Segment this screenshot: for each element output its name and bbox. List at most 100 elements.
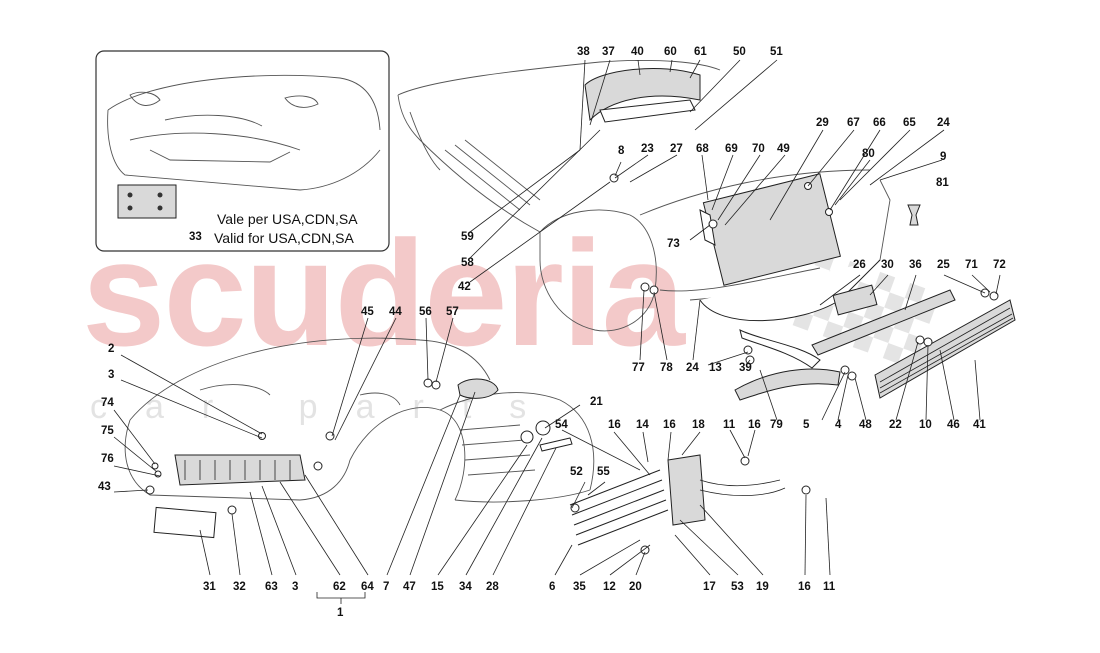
- callout-22: 22: [889, 419, 902, 431]
- callout-11-b: 11: [823, 581, 836, 593]
- rear-lower-grille: [874, 299, 1016, 399]
- callout-41: 41: [973, 419, 986, 431]
- callout-62: 62: [333, 581, 346, 593]
- callout-49: 49: [777, 143, 790, 155]
- callout-28: 28: [486, 581, 499, 593]
- front-parts-group: [145, 378, 811, 555]
- callout-16-a: 16: [608, 419, 621, 431]
- callout-61: 61: [694, 46, 707, 58]
- usa-license-bracket: [117, 184, 177, 219]
- callout-8: 8: [618, 145, 625, 157]
- callout-16-d: 16: [798, 581, 811, 593]
- callout-44: 44: [389, 306, 402, 318]
- callout-31: 31: [203, 581, 216, 593]
- callout-50: 50: [733, 46, 746, 58]
- front-grille: [174, 454, 306, 486]
- callout-17: 17: [703, 581, 716, 593]
- callout-40: 40: [631, 46, 644, 58]
- rear-grille: [702, 173, 841, 286]
- callout-38: 38: [577, 46, 590, 58]
- callout-3-bottom: 3: [292, 581, 298, 593]
- callout-26: 26: [853, 259, 866, 271]
- callout-29: 29: [816, 117, 829, 129]
- callout-2: 2: [108, 343, 114, 355]
- watermark-main: scuderia: [82, 209, 687, 377]
- callout-60: 60: [664, 46, 677, 58]
- callout-19: 19: [756, 581, 769, 593]
- callout-5: 5: [803, 419, 810, 431]
- callout-63: 63: [265, 581, 278, 593]
- callout-13-visible: 13: [709, 362, 722, 374]
- callout-51: 51: [770, 46, 783, 58]
- callout-36: 36: [909, 259, 922, 271]
- callout-18: 18: [692, 419, 705, 431]
- callout-58: 58: [461, 257, 474, 269]
- inset-note-it: Vale per USA,CDN,SA: [217, 211, 358, 227]
- callout-16-c: 16: [748, 419, 761, 431]
- callout-30: 30: [881, 259, 894, 271]
- callout-56: 56: [419, 306, 432, 318]
- callout-15: 15: [431, 581, 444, 593]
- callout-68: 68: [696, 143, 709, 155]
- callout-4: 4: [835, 419, 842, 431]
- callout-76: 76: [101, 453, 114, 465]
- leader-lines: [113, 59, 1001, 604]
- brake-duct-grille: [667, 454, 706, 526]
- callout-34: 34: [459, 581, 472, 593]
- rear-trim-strip: [811, 289, 956, 356]
- inset-usa-variant: Vale per USA,CDN,SA Valid for USA,CDN,SA…: [95, 50, 390, 252]
- callout-71: 71: [965, 259, 978, 271]
- callout-14: 14: [636, 419, 649, 431]
- callout-54: 54: [555, 419, 568, 431]
- callout-59: 59: [461, 231, 474, 243]
- watermark: scuderia car parts: [82, 209, 935, 426]
- callout-80: 80: [862, 148, 875, 160]
- callout-55: 55: [597, 466, 610, 478]
- callout-75: 75: [101, 425, 114, 437]
- group-label-1: 1: [337, 607, 344, 619]
- callout-69: 69: [725, 143, 738, 155]
- callout-57: 57: [446, 306, 459, 318]
- callout-70: 70: [752, 143, 765, 155]
- side-mirror: [457, 378, 499, 399]
- callout-81: 81: [936, 177, 949, 189]
- callout-27: 27: [670, 143, 683, 155]
- watermark-sub: car parts: [90, 388, 564, 426]
- rear-parts-group: [584, 67, 1016, 401]
- callout-77: 77: [632, 362, 645, 374]
- callout-45: 45: [361, 306, 374, 318]
- callout-42: 42: [458, 281, 471, 293]
- callout-47: 47: [403, 581, 416, 593]
- callout-43: 43: [98, 481, 111, 493]
- callout-3-left: 3: [108, 369, 114, 381]
- callout-74: 74: [101, 397, 114, 409]
- callout-78: 78: [660, 362, 673, 374]
- callout-labels: 38 37 40 60 61 50 51 8 23 27 68 69 70 49…: [98, 46, 1006, 619]
- callout-20: 20: [629, 581, 642, 593]
- callout-7: 7: [383, 581, 389, 593]
- callout-52: 52: [570, 466, 583, 478]
- part-81: [907, 204, 921, 226]
- callout-46: 46: [947, 419, 960, 431]
- callout-10: 10: [919, 419, 932, 431]
- callout-64: 64: [361, 581, 374, 593]
- callout-24-mid: 24: [686, 362, 699, 374]
- callout-72: 72: [993, 259, 1006, 271]
- inset-part-number: 33: [189, 231, 202, 243]
- callout-12: 12: [603, 581, 616, 593]
- callout-39: 39: [739, 362, 752, 374]
- callout-53: 53: [731, 581, 744, 593]
- callout-66: 66: [873, 117, 886, 129]
- callout-79: 79: [770, 419, 783, 431]
- callout-16-b: 16: [663, 419, 676, 431]
- callout-35: 35: [573, 581, 586, 593]
- callout-65: 65: [903, 117, 916, 129]
- front-license-plate: [153, 506, 217, 539]
- callout-32: 32: [233, 581, 246, 593]
- callout-6: 6: [549, 581, 555, 593]
- callout-9: 9: [940, 151, 946, 163]
- rear-spoiler: [584, 67, 701, 122]
- callout-24-top: 24: [937, 117, 950, 129]
- callout-11-a: 11: [723, 419, 736, 431]
